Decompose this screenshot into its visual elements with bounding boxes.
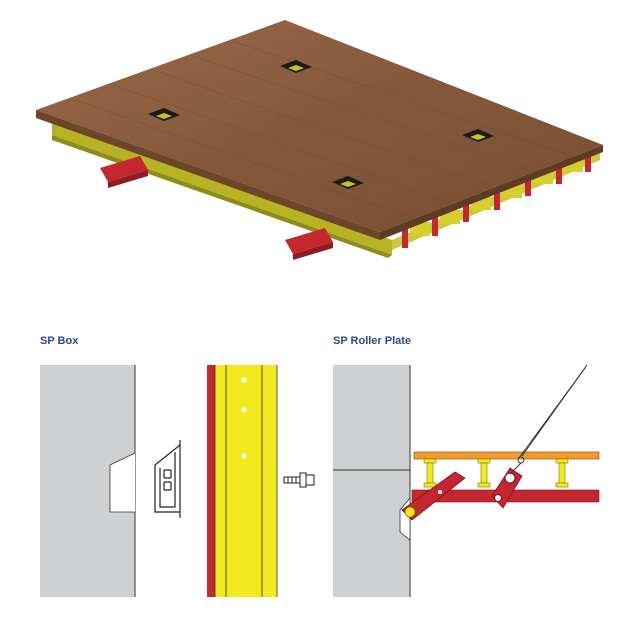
plywood-deck bbox=[36, 20, 603, 232]
wood-grain bbox=[69, 39, 576, 220]
sp-box-detail bbox=[40, 365, 315, 597]
sp-box-bracket bbox=[154, 440, 181, 518]
sp-box-foot-front bbox=[285, 228, 333, 260]
sp-roller-plate-detail bbox=[333, 364, 600, 597]
caption-sp-roller-plate: SP Roller Plate bbox=[333, 335, 412, 347]
concrete-wall-roller bbox=[333, 365, 410, 597]
bolt-icon bbox=[283, 472, 315, 488]
beam-stubs bbox=[423, 458, 569, 488]
lifting-bracket bbox=[491, 467, 523, 509]
wall-recess bbox=[110, 453, 135, 512]
yellow-girder-elevation bbox=[207, 365, 278, 597]
caption-sp-box: SP Box bbox=[40, 335, 79, 347]
sp-box-foot-left bbox=[100, 156, 148, 188]
timber-plank bbox=[413, 451, 600, 460]
opening-beam-glimpse bbox=[156, 65, 486, 187]
crane-cable bbox=[509, 364, 588, 475]
roller-plate-arm bbox=[401, 471, 466, 521]
formwork-table bbox=[36, 20, 603, 260]
